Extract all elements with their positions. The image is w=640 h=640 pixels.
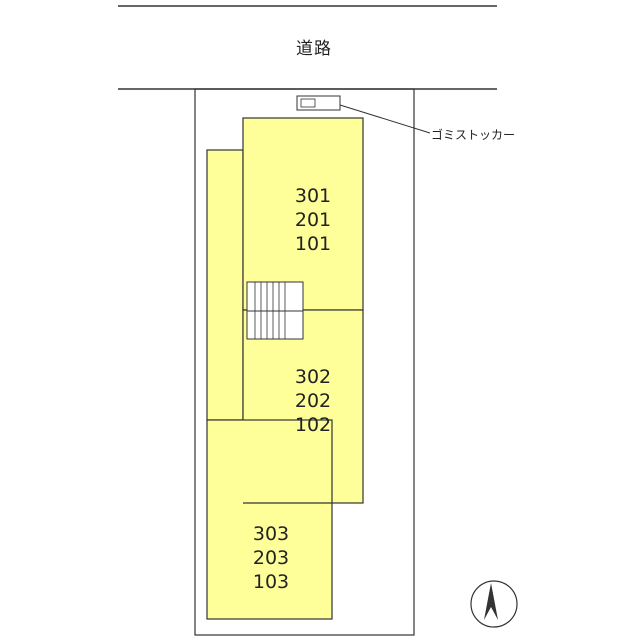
- road-label: 道路: [296, 39, 332, 59]
- staircase: [246, 281, 304, 340]
- unit-number: 101: [294, 233, 332, 255]
- unit-number: 102: [294, 414, 332, 436]
- garbage-stocker-label: ゴミストッカー: [431, 128, 516, 142]
- unit-group-a: 301 201 101: [273, 184, 353, 256]
- unit-number: 103: [252, 571, 290, 593]
- unit-number: 302: [294, 366, 332, 388]
- building-upper-block: [242, 117, 364, 311]
- north-arrow-icon: [470, 580, 518, 628]
- building-left-wing: [206, 149, 244, 421]
- unit-number: 202: [294, 390, 332, 412]
- unit-number: 203: [252, 547, 290, 569]
- unit-group-c: 303 203 103: [231, 522, 311, 594]
- unit-number: 303: [252, 523, 290, 545]
- unit-number: 301: [294, 185, 332, 207]
- lot-boundary: [194, 88, 415, 636]
- unit-group-b: 302 202 102: [273, 365, 353, 437]
- building-lower-block: [206, 419, 333, 620]
- garbage-stocker-inner: [300, 98, 316, 108]
- unit-number: 201: [294, 209, 332, 231]
- garbage-callout-line: [339, 104, 431, 134]
- garbage-stocker: [296, 95, 341, 111]
